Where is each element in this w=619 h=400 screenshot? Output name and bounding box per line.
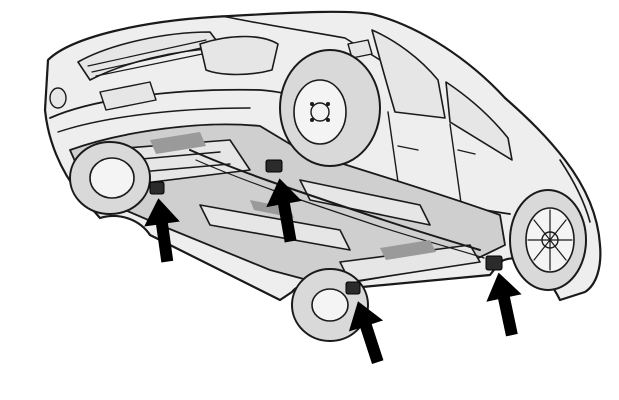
- front-left-wheel: [69, 141, 151, 215]
- up-arrow-icon: [348, 301, 384, 364]
- up-arrow-icon: [266, 178, 302, 243]
- up-arrow-icon: [486, 272, 522, 337]
- up-arrow-icon: [144, 198, 180, 263]
- rear-right-wheel: [509, 189, 587, 291]
- lift-point-front-left: [149, 181, 165, 195]
- lift-point-rear-left: [345, 281, 361, 295]
- rear-left-wheel: [291, 268, 369, 342]
- lift-point-front-right: [265, 159, 283, 173]
- front-right-wheel: [279, 49, 381, 167]
- lift-point-rear-right: [485, 255, 503, 271]
